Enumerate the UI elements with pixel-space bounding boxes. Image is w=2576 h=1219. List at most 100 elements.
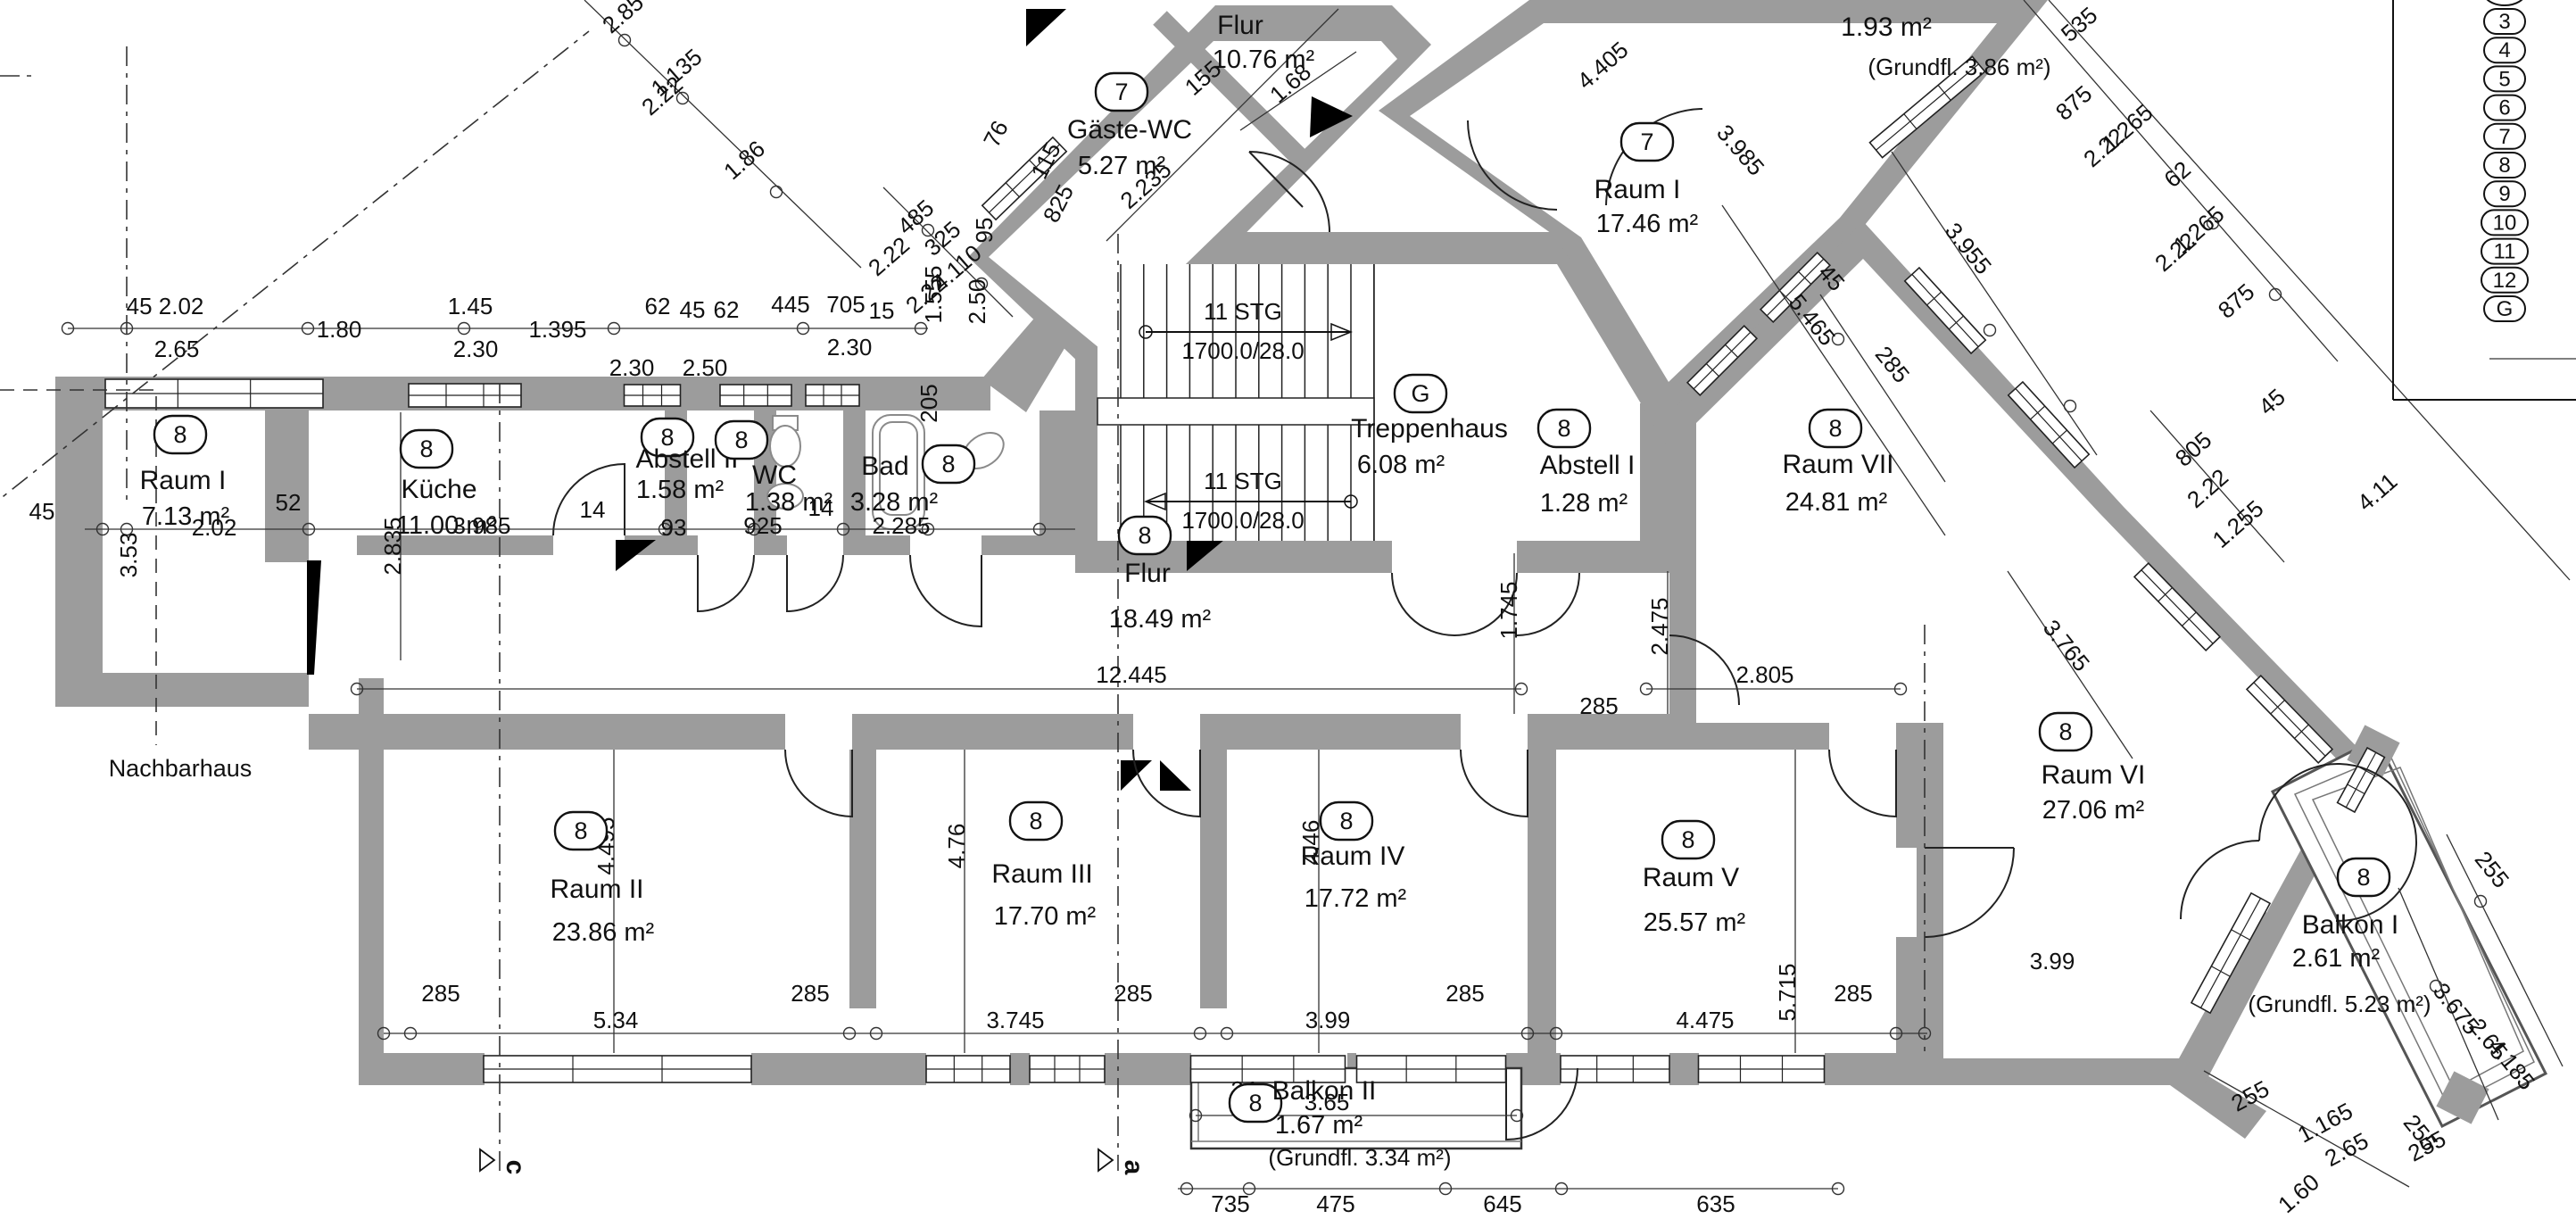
- stair-flight-label: 11 STG: [1204, 468, 1282, 494]
- balcony-pier: [2436, 1071, 2489, 1124]
- stair-flight-spec: 1700.0/28.0: [1181, 507, 1304, 534]
- room-badge: [399, 428, 454, 469]
- dimension-label: 875: [2050, 80, 2097, 126]
- room-name: Küche: [401, 475, 476, 504]
- room-area-gross: (Grundfl. 5.23 m²): [2248, 991, 2431, 1017]
- dimension-label: 735: [1211, 1190, 1249, 1217]
- room-badge-number: 8: [660, 424, 674, 451]
- dimension-tick: [914, 321, 928, 336]
- wall: [843, 410, 866, 555]
- wall: [1200, 750, 1227, 1008]
- door-arc: [1467, 120, 1558, 211]
- dimension-label: 1.255: [2207, 495, 2269, 553]
- toilet: [769, 425, 801, 468]
- room-name: Flur: [1124, 559, 1171, 588]
- legend-item-label: 5: [2498, 67, 2510, 91]
- window: [104, 378, 324, 409]
- dimension-label: 1.80: [317, 316, 362, 343]
- legend-item: G: [2483, 295, 2526, 322]
- dimension-label: 5.715: [1774, 963, 1801, 1021]
- dimension-tick: [1639, 682, 1653, 696]
- dimension-label: 62: [714, 296, 740, 323]
- dimension-label: 2.65: [154, 336, 200, 362]
- dimension-label: 285: [1445, 980, 1484, 1007]
- section-marker-letter: c: [501, 1160, 530, 1175]
- dimension-line: [1819, 294, 1946, 483]
- dimension-label: 3.65: [1305, 1089, 1350, 1115]
- dimension-line: [2007, 570, 2133, 759]
- dimension-tick: [921, 522, 935, 536]
- balcony: [2270, 736, 2548, 1129]
- dimension-tick: [95, 522, 110, 536]
- dimension-tick: [974, 277, 989, 291]
- legend-item-label: 12: [2493, 269, 2517, 293]
- dimension-tick: [2063, 399, 2077, 413]
- stair-flight-spec: 1700.0/28.0: [1181, 337, 1304, 364]
- wall: [265, 410, 309, 562]
- dimension-label: 705: [826, 291, 865, 318]
- section-marker-letter: a: [1119, 1160, 1148, 1175]
- walls-layer: [55, 0, 2548, 1150]
- dimension-tick: [1193, 1026, 1207, 1041]
- dimension-tick: [1510, 1108, 1524, 1123]
- legend-item: 11: [2481, 237, 2529, 265]
- dimension-label: 2.835: [379, 517, 406, 575]
- room-badge: [921, 444, 976, 485]
- room-name: Bad: [861, 452, 908, 481]
- room-badge-number: 8: [2058, 718, 2072, 745]
- dimension-label: 1.60: [2273, 1168, 2324, 1218]
- room-name: Abstell I: [1540, 451, 1636, 480]
- legend-item-label: G: [2497, 297, 2514, 321]
- dimension-line: [2203, 1070, 2410, 1188]
- dimension-label: 205: [915, 384, 942, 422]
- dimension-tick: [1554, 1182, 1569, 1196]
- room-area: 25.57 m²: [1644, 908, 1746, 937]
- room-badge: [1393, 373, 1448, 414]
- dimension-tick: [1831, 1182, 1845, 1196]
- room-badge: [1228, 1082, 1283, 1124]
- window: [1697, 1055, 1826, 1083]
- dimension-line: [2446, 833, 2564, 1067]
- window: [2133, 561, 2222, 652]
- door-arc: [909, 554, 982, 628]
- dimension-tick: [769, 185, 783, 199]
- legend-item-label: 6: [2498, 96, 2510, 120]
- neighbor-outline: [0, 389, 157, 745]
- window: [483, 1055, 752, 1083]
- room-area: 11.00 m²: [396, 511, 497, 540]
- room-badge: [1008, 800, 1064, 842]
- dimension-label: 2.30: [827, 334, 873, 361]
- dimension-tick: [1549, 1026, 1563, 1041]
- sink: [766, 483, 804, 510]
- room-name: Balkon I: [2302, 910, 2398, 940]
- wall: [1825, 1053, 1927, 1085]
- room-name: Treppenhaus: [1351, 414, 1508, 444]
- dimension-tick: [120, 522, 134, 536]
- dimension-tick: [2429, 979, 2443, 993]
- dimension-tick: [1438, 1182, 1453, 1196]
- window: [623, 384, 682, 407]
- door-arc: [1516, 572, 1580, 636]
- dimension-tick: [2206, 216, 2220, 230]
- legend-item-label: 9: [2498, 182, 2510, 206]
- dimension-label: 285: [791, 980, 829, 1007]
- dimension-label: 52: [276, 489, 302, 516]
- room-area-gross: (Grundfl. 3.34 m²): [1268, 1144, 1451, 1171]
- dimension-label: 1.86: [718, 135, 770, 185]
- room-name: Balkon II: [1272, 1076, 1377, 1106]
- legend-item: 3: [2483, 8, 2526, 35]
- room-area: 7.13 m²: [142, 502, 230, 531]
- room-badge-number: 7: [1640, 129, 1653, 155]
- room-badge-number: 8: [1339, 808, 1353, 834]
- legend-item-label: 10: [2493, 211, 2517, 235]
- dimension-label: 3.745: [986, 1007, 1044, 1033]
- dimension-label: 5.34: [593, 1007, 639, 1033]
- dimension-label: 255: [2470, 846, 2515, 893]
